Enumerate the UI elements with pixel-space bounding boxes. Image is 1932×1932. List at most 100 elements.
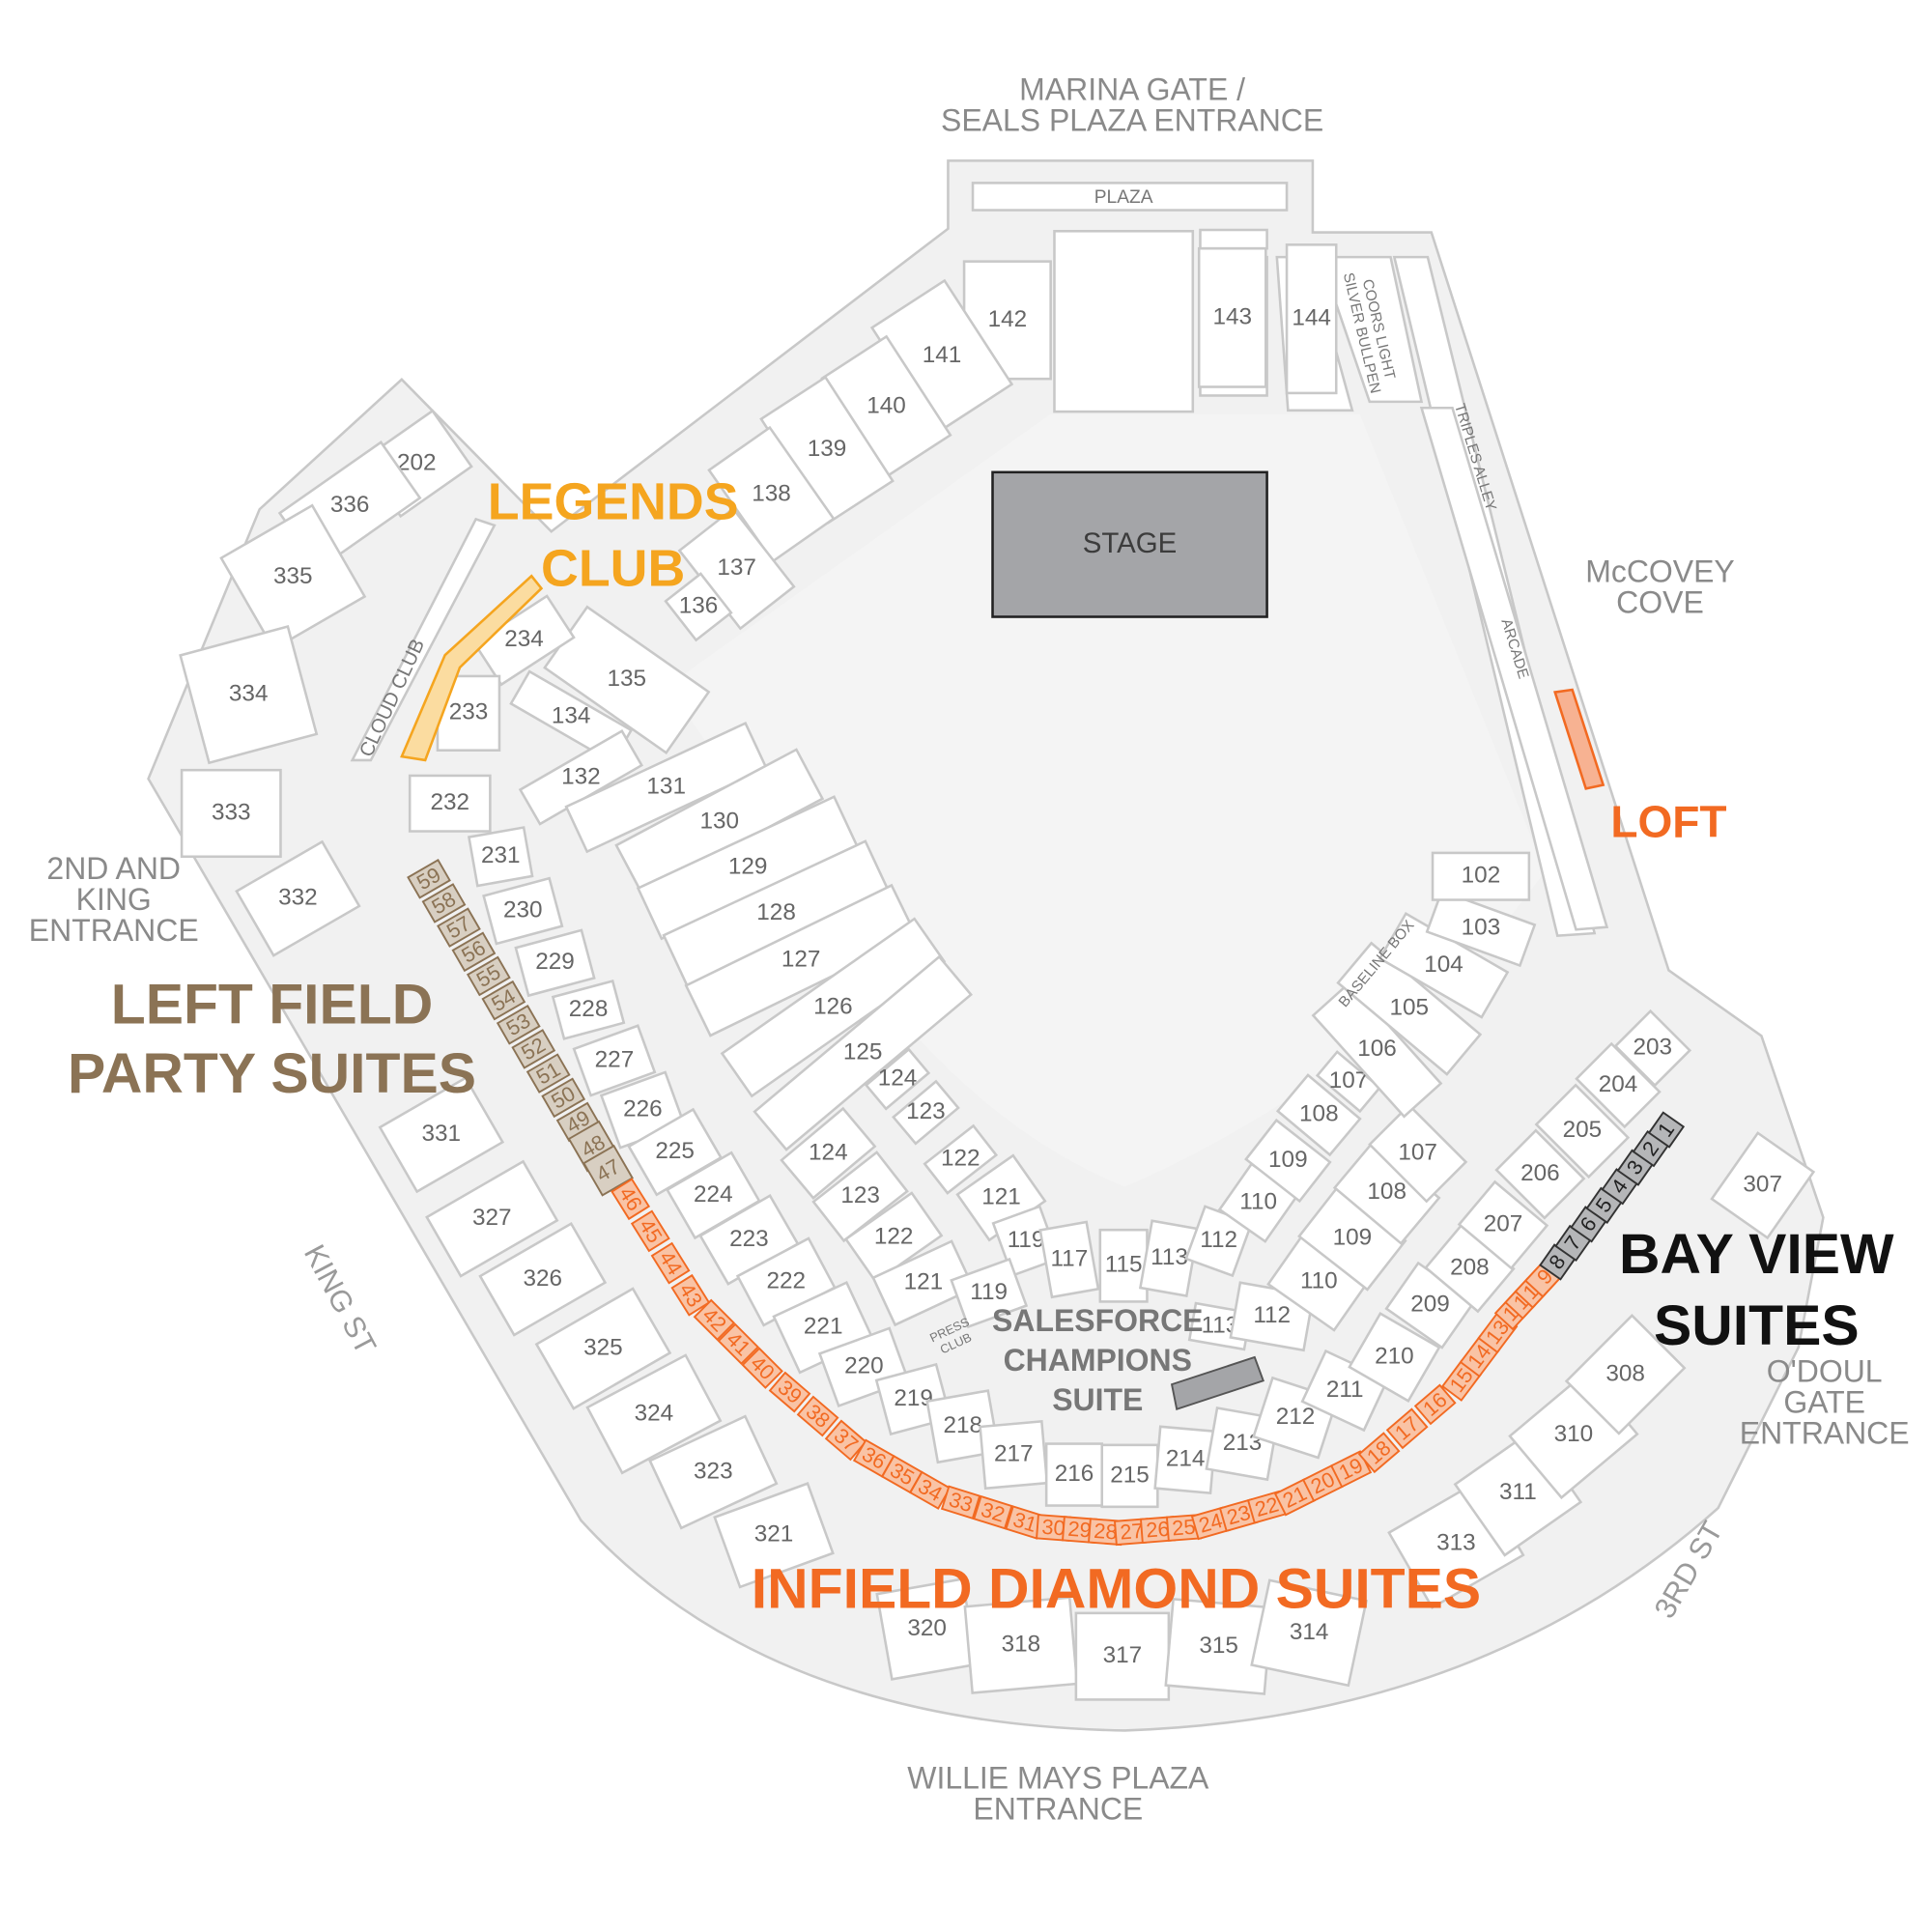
section-123[interactable] <box>892 1079 960 1146</box>
section-102[interactable] <box>1431 851 1531 901</box>
section-label: 204 <box>1599 1071 1638 1097</box>
section-323[interactable] <box>648 1414 779 1530</box>
section-314[interactable] <box>1250 1578 1368 1688</box>
section-203[interactable] <box>1613 1009 1692 1088</box>
section-210[interactable] <box>1348 1311 1441 1404</box>
section-215[interactable] <box>1100 1443 1159 1509</box>
infield-suite-27[interactable]: 27 <box>1113 1518 1151 1547</box>
section-105[interactable] <box>1336 941 1483 1076</box>
infield-suite-25[interactable]: 25 <box>1165 1514 1203 1542</box>
section-122[interactable] <box>923 1123 999 1195</box>
section-144[interactable] <box>1285 243 1338 395</box>
section-307[interactable] <box>1710 1131 1816 1240</box>
section-109[interactable] <box>1244 1118 1332 1204</box>
infield-suite-31[interactable]: 31 <box>1005 1505 1045 1540</box>
section-103[interactable] <box>1425 889 1537 968</box>
section-216[interactable] <box>1044 1442 1104 1507</box>
infield-suite-18-box <box>1357 1432 1401 1474</box>
section-label: 228 <box>569 996 609 1022</box>
section-107[interactable] <box>1368 1103 1468 1204</box>
infield-suite-41[interactable]: 41 <box>717 1322 760 1366</box>
legends-club-area <box>400 574 544 762</box>
section-204[interactable] <box>1575 1041 1662 1129</box>
section-227[interactable] <box>572 1024 657 1097</box>
section-label: 123 <box>906 1098 946 1124</box>
section-122[interactable] <box>843 1191 944 1284</box>
section-232[interactable] <box>408 774 492 833</box>
section-117[interactable] <box>1038 1220 1100 1299</box>
section-125[interactable] <box>753 954 973 1151</box>
section-321[interactable] <box>713 1482 835 1589</box>
section-331[interactable] <box>378 1076 505 1194</box>
section-label: 321 <box>754 1521 794 1548</box>
salesforce-label-3: SUITE <box>1052 1382 1143 1417</box>
bay-view-suite-1[interactable]: 1 <box>1647 1111 1686 1149</box>
infield-suite-33[interactable]: 33 <box>940 1485 981 1520</box>
infield-suite-23[interactable]: 23 <box>1218 1498 1259 1532</box>
section-label: 142 <box>988 306 1028 332</box>
party-suite-59-box <box>407 858 451 899</box>
section-label: 112 <box>1200 1227 1237 1253</box>
section-108[interactable] <box>1275 1073 1362 1157</box>
legends-club-label-1: LEGENDS <box>488 472 739 530</box>
section-label: 210 <box>1375 1343 1414 1369</box>
stage-label: STAGE <box>1083 527 1178 559</box>
infield-suite-29[interactable]: 29 <box>1062 1516 1098 1545</box>
section-333[interactable] <box>180 768 282 859</box>
infield-suite-43[interactable]: 43 <box>670 1273 711 1317</box>
left-field-label-1: LEFT FIELD <box>111 974 434 1037</box>
section-124[interactable] <box>864 1047 931 1111</box>
infield-suite-42-box <box>693 1298 736 1342</box>
section-label: 128 <box>756 899 796 925</box>
section-label: 106 <box>1357 1036 1397 1062</box>
section-126[interactable] <box>720 917 947 1098</box>
infield-suite-24[interactable]: 24 <box>1190 1506 1231 1541</box>
section-335[interactable] <box>219 503 367 651</box>
section-231[interactable] <box>467 826 534 888</box>
section-229[interactable] <box>514 928 596 998</box>
section-206[interactable] <box>1494 1128 1586 1220</box>
section-205[interactable] <box>1534 1083 1631 1179</box>
section-label: 126 <box>813 993 853 1019</box>
section-label: 230 <box>503 896 543 923</box>
section-113[interactable] <box>1138 1219 1201 1297</box>
infield-suite-26[interactable]: 26 <box>1139 1516 1177 1545</box>
section-332[interactable] <box>235 839 361 957</box>
section-143[interactable] <box>1197 246 1267 388</box>
section-334[interactable] <box>179 625 319 765</box>
section-325[interactable] <box>534 1287 672 1410</box>
section-327[interactable] <box>425 1159 559 1278</box>
section-136[interactable] <box>664 572 733 642</box>
infield-suite-32[interactable]: 32 <box>973 1494 1013 1530</box>
party-suite-47-box <box>582 1144 634 1197</box>
section-label: 110 <box>1239 1188 1277 1214</box>
infield-suite-17-box <box>1385 1407 1429 1450</box>
section-123[interactable] <box>811 1151 909 1243</box>
section-106[interactable] <box>1311 980 1443 1119</box>
section-138[interactable] <box>707 425 836 563</box>
section-131[interactable] <box>564 721 768 854</box>
section-127[interactable] <box>684 883 918 1037</box>
section-label: 217 <box>994 1440 1034 1466</box>
section-207[interactable] <box>1457 1179 1549 1270</box>
section-326[interactable] <box>478 1221 608 1337</box>
section-121[interactable] <box>871 1239 976 1327</box>
infield-suite-30[interactable]: 30 <box>1036 1514 1072 1542</box>
section-308[interactable] <box>1564 1314 1687 1435</box>
infield-suite-20[interactable]: 20 <box>1301 1463 1345 1502</box>
section-324[interactable] <box>585 1353 723 1475</box>
plaza-label: PLAZA <box>1094 187 1153 208</box>
section-label: 211 <box>1326 1377 1364 1403</box>
section-318[interactable] <box>963 1596 1079 1694</box>
mccovey-cove-label-2: COVE <box>1616 585 1704 620</box>
section-124[interactable] <box>780 1106 877 1200</box>
section-217[interactable] <box>979 1420 1049 1491</box>
section-119[interactable] <box>950 1257 1029 1329</box>
section-label: 122 <box>941 1146 980 1172</box>
party-suite-47[interactable]: 47 <box>582 1144 634 1197</box>
section-230[interactable] <box>482 876 564 946</box>
section-107[interactable] <box>1315 1050 1382 1114</box>
infield-suite-38[interactable]: 38 <box>796 1395 839 1437</box>
arcade-strip <box>1419 406 1609 931</box>
section-228[interactable] <box>551 979 626 1040</box>
